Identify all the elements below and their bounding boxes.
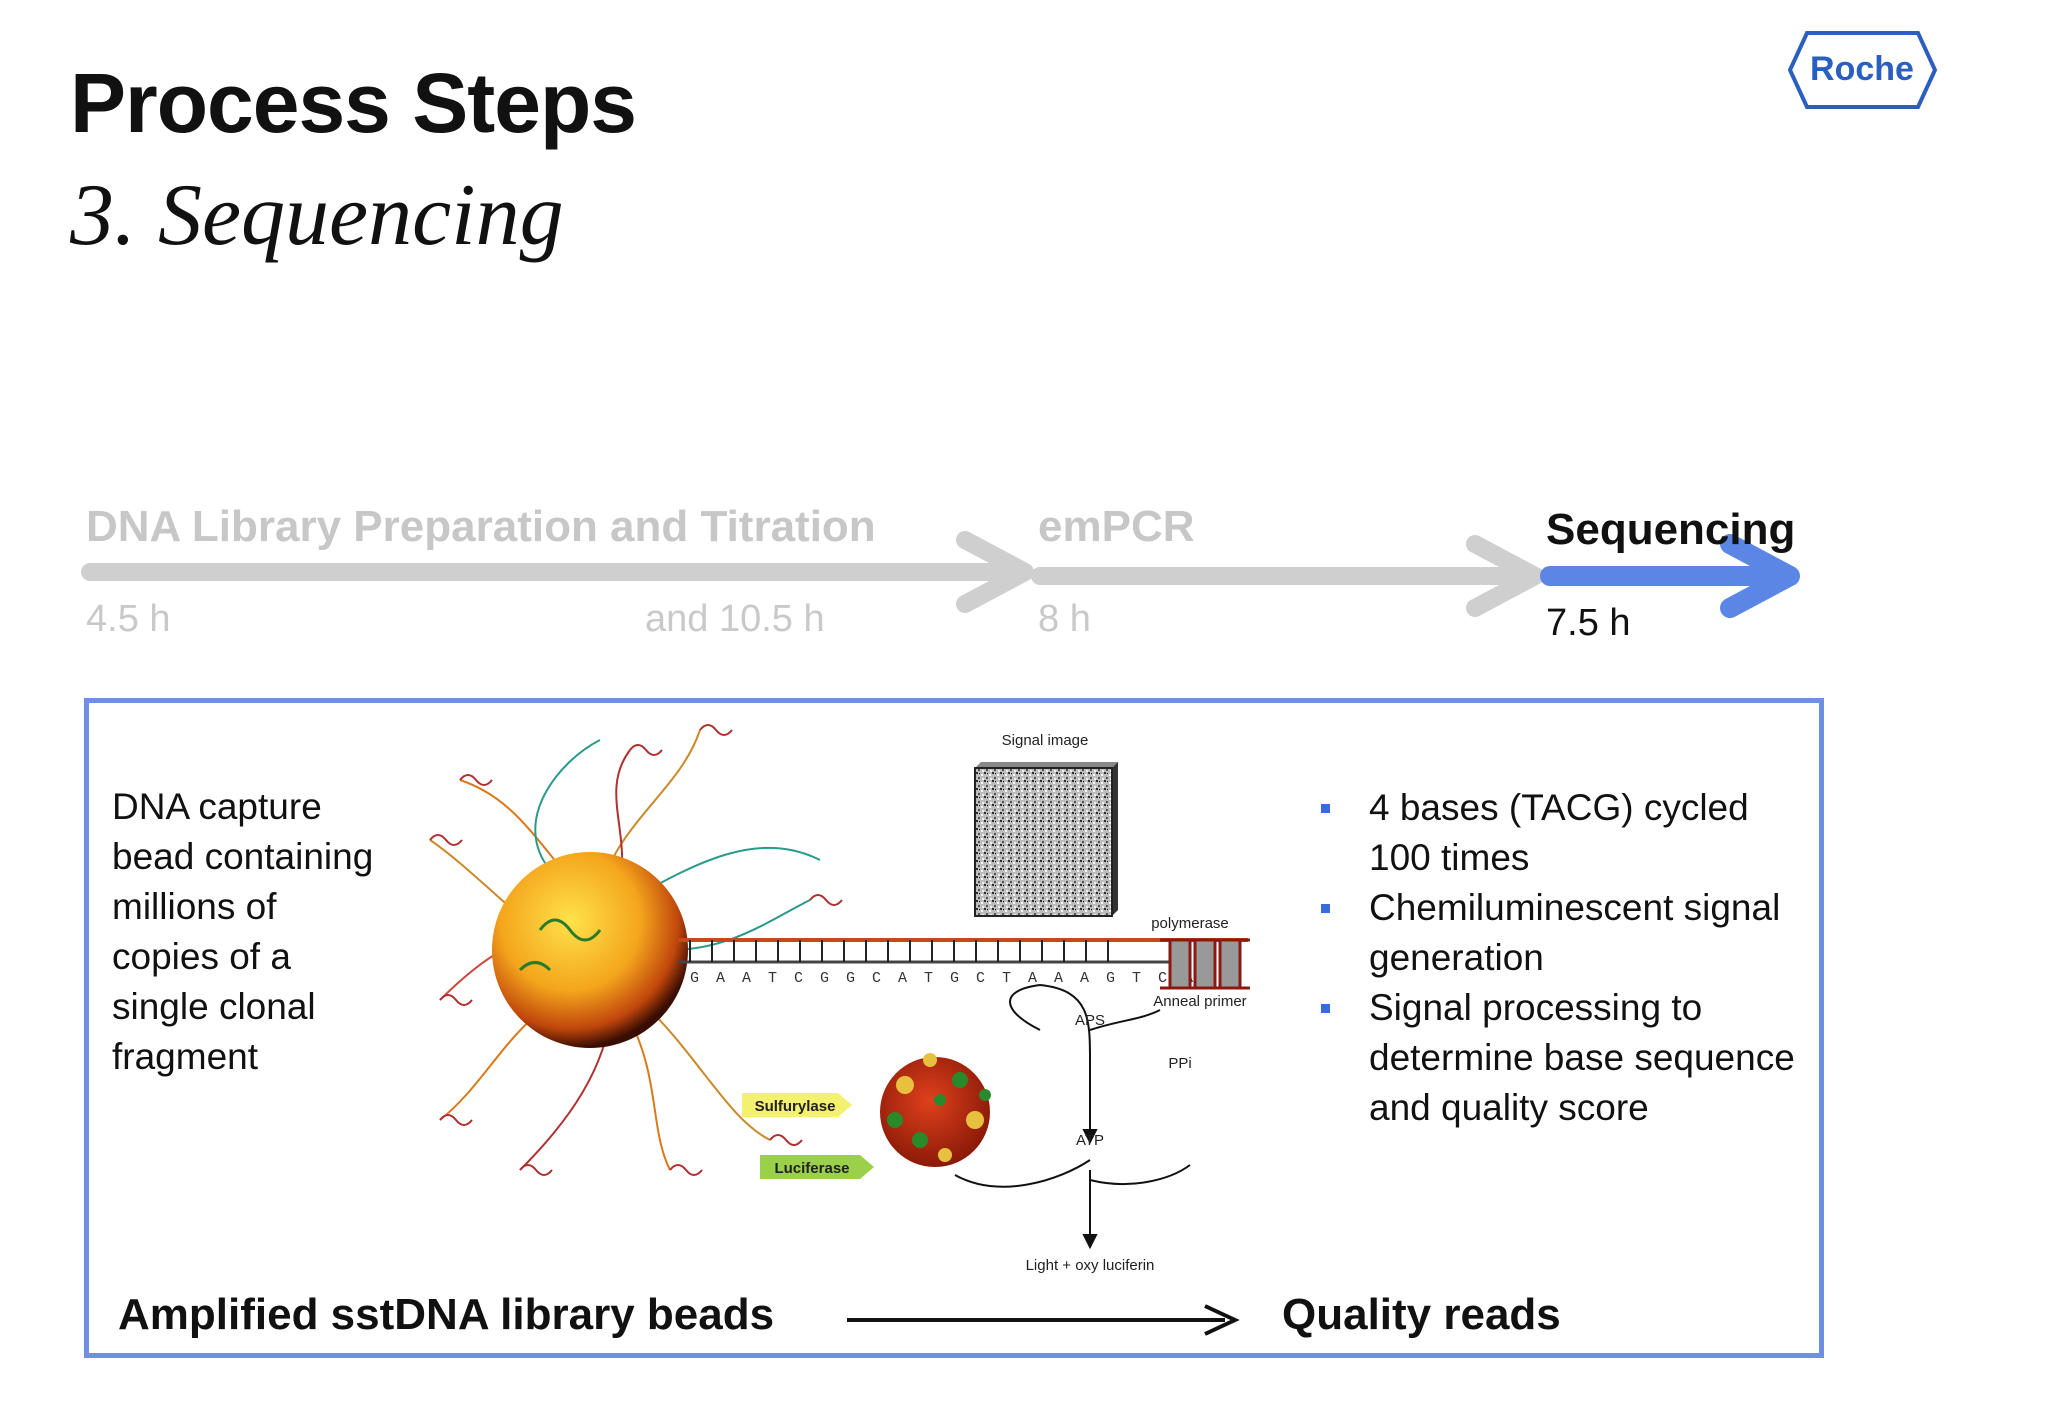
step-2-label: emPCR — [1038, 502, 1195, 551]
reaction-pathway — [954, 983, 1191, 1250]
light-label: Light + oxy luciferin — [1026, 1257, 1155, 1274]
logo-text: Roche — [1810, 50, 1914, 88]
svg-text:Luciferase: Luciferase — [774, 1160, 849, 1177]
bullet-text: Chemiluminescent signal generation — [1369, 887, 1781, 978]
sequencing-panel — [84, 698, 1824, 1358]
bead-description: DNA capture bead containing millions of … — [112, 786, 374, 1077]
step-1-arrow — [81, 531, 1034, 613]
polymerase — [1160, 938, 1250, 990]
step-2-time: 8 h — [1038, 598, 1091, 640]
page-title: Process Steps — [70, 56, 637, 150]
signal-image — [974, 762, 1118, 917]
template-sequence: G A A T C G G C A T G C T A A A G T C A — [690, 970, 1197, 987]
step-3-arrow — [1540, 534, 1800, 618]
bullet-text: Signal processing to determine base sequ… — [1369, 987, 1795, 1128]
bullet-item: Chemiluminescent signal generation — [1315, 883, 1795, 983]
sulfurylase-tag: Sulfurylase — [742, 1093, 852, 1117]
pyrosequencing-illustration: Signal image G A A T C G G C A T G C T A… — [429, 724, 1250, 1274]
step-3-time: 7.5 h — [1546, 602, 1631, 644]
step-1-time: 4.5 h — [86, 598, 171, 640]
flow-arrow — [847, 1304, 1240, 1336]
step-1-time-extra: and 10.5 h — [645, 598, 825, 640]
input-label: Amplified sstDNA library beads — [118, 1290, 775, 1339]
roche-logo: Roche — [1787, 31, 1938, 109]
svg-text:Sulfurylase: Sulfurylase — [755, 1098, 836, 1115]
luciferase-tag: Luciferase — [760, 1155, 874, 1179]
signal-image-label: Signal image — [1002, 732, 1089, 749]
step-3-label: Sequencing — [1546, 505, 1796, 554]
step-2-arrow — [1031, 535, 1544, 617]
process-bullets: 4 bases (TACG) cycled 100 times Chemilum… — [1315, 783, 1795, 1133]
capture-bead — [492, 852, 688, 1048]
enzyme-bead — [880, 1053, 991, 1167]
bullet-marker — [1321, 804, 1330, 813]
atp-label: ATP — [1076, 1132, 1104, 1149]
pipeline-arrows — [81, 531, 1800, 618]
polymerase-label: polymerase — [1151, 915, 1229, 932]
bullet-item: Signal processing to determine base sequ… — [1315, 983, 1795, 1133]
template-strand: G A A T C G G C A T G C T A A A G T C A — [678, 938, 1248, 987]
bullet-text: 4 bases (TACG) cycled 100 times — [1369, 787, 1749, 878]
output-label: Quality reads — [1282, 1290, 1561, 1339]
bullet-marker — [1321, 904, 1330, 913]
page-subtitle: 3. Sequencing — [70, 167, 564, 264]
bullet-item: 4 bases (TACG) cycled 100 times — [1315, 783, 1795, 883]
ppi-label: PPi — [1168, 1055, 1191, 1072]
aps-label: APS — [1075, 1012, 1105, 1029]
step-1-label: DNA Library Preparation and Titration — [86, 502, 876, 551]
dna-helix-marks — [429, 724, 843, 1176]
anneal-primer-label: Anneal primer — [1153, 993, 1246, 1010]
bullet-marker — [1321, 1004, 1330, 1013]
